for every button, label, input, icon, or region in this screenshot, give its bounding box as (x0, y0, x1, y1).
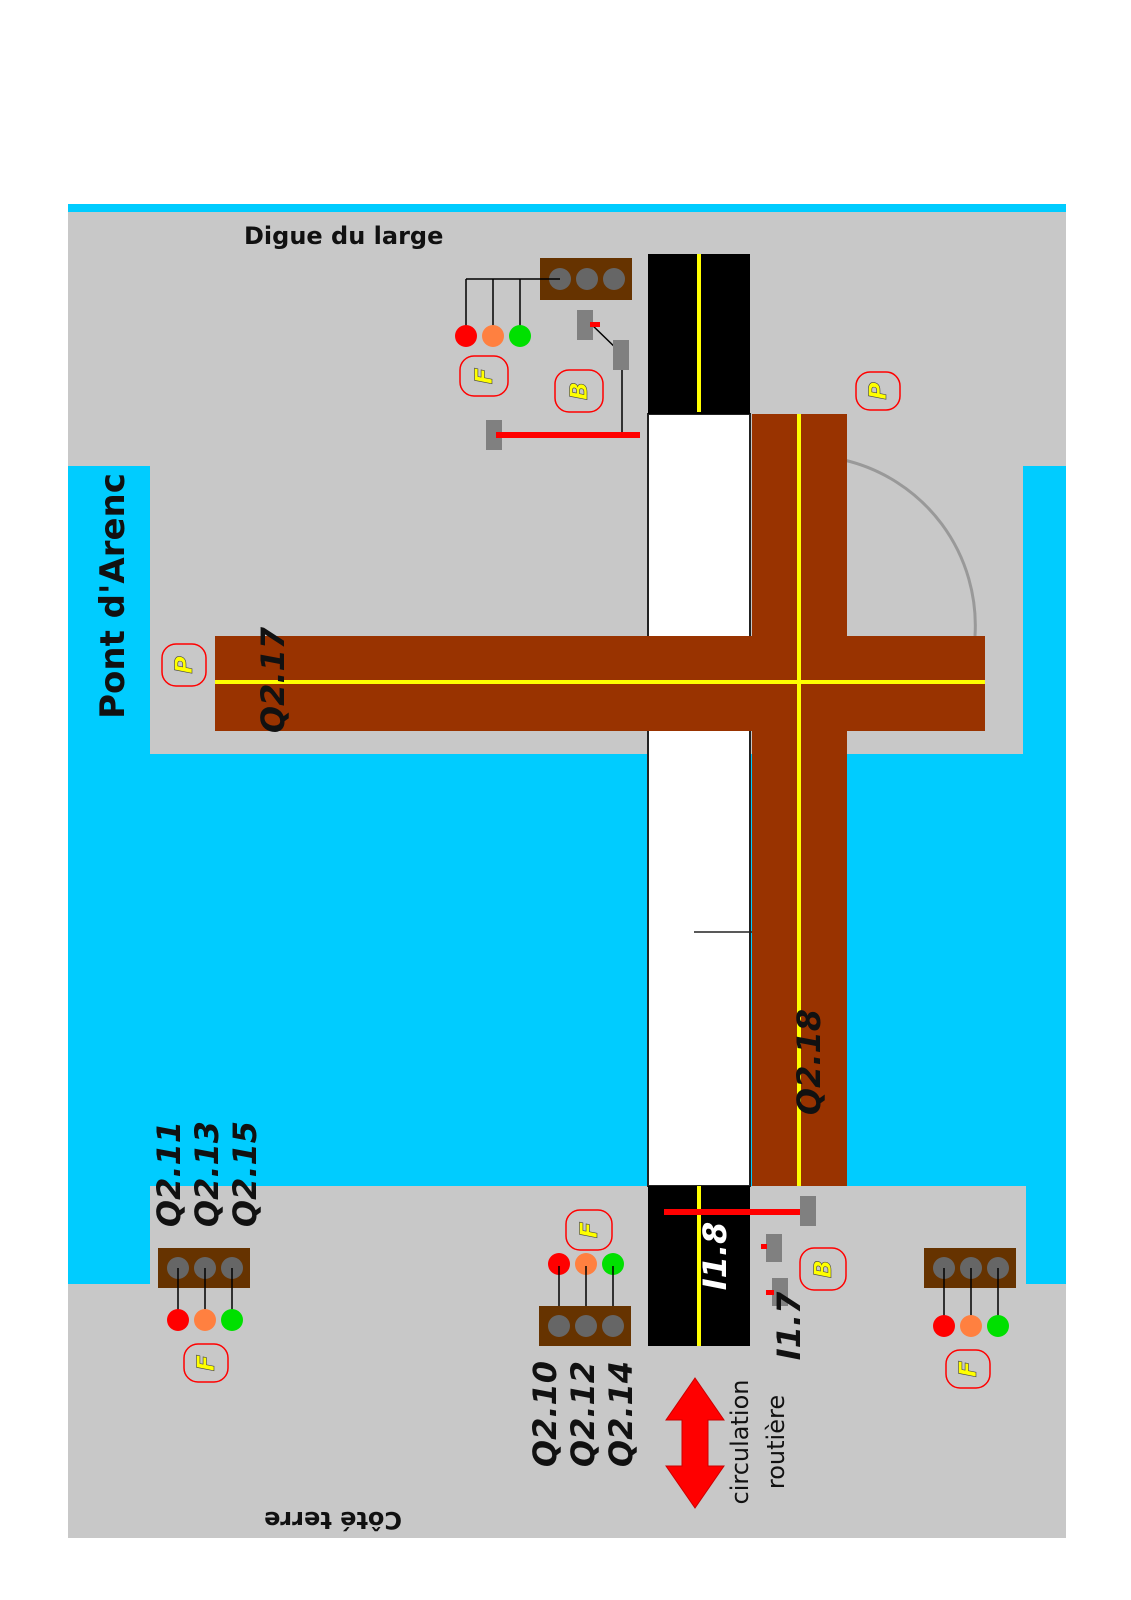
marker-barriere: B (799, 1247, 847, 1291)
code-q2-18: Q2.18 (790, 1009, 828, 1115)
page-title: Pont d'Arenc (93, 473, 133, 719)
marker-letter: F (470, 367, 498, 384)
marker-letter: P (864, 382, 892, 400)
signal-lamp-red (933, 1315, 955, 1337)
marker-border (565, 1209, 613, 1251)
signal-lamp-red (455, 325, 477, 347)
code-q2-13: Q2.13 (188, 1121, 226, 1227)
marker-letter: B (809, 1260, 837, 1278)
label-circulation: circulation (726, 1380, 754, 1505)
marker-border (799, 1247, 847, 1291)
code-q2-14: Q2.14 (602, 1361, 640, 1467)
barrier-actuator-flag (766, 1290, 774, 1295)
marker-barriere: B (554, 369, 604, 413)
marker-border (855, 371, 901, 411)
signal-lamp-off (575, 1315, 597, 1337)
barrier-digue (486, 310, 640, 450)
barrier-cote-terre (664, 1196, 816, 1306)
signal-lamp-orange (960, 1315, 982, 1337)
barrier-actuator (772, 1278, 788, 1306)
marker-border (459, 355, 509, 397)
marker-feu: F (945, 1349, 991, 1389)
signal-lamp-green (987, 1315, 1009, 1337)
code-q2-17: Q2.17 (254, 626, 292, 733)
barrier-post (800, 1196, 816, 1226)
label-cote-terre: Côté terre (264, 1506, 402, 1534)
quay-digue-du-large (68, 212, 1066, 466)
signal-lamp-off (548, 1315, 570, 1337)
marker-feu: F (565, 1209, 613, 1251)
code-q2-12: Q2.12 (564, 1361, 602, 1467)
marker-pont: P (855, 371, 901, 411)
track-corridor (647, 413, 751, 1187)
marker-letter: B (565, 382, 593, 400)
traffic-light-left-upper (158, 1248, 250, 1331)
label-digue-du-large: Digue du large (244, 222, 443, 250)
signal-lamp-off (603, 268, 625, 290)
barrier-actuator (613, 340, 629, 370)
marker-border (945, 1349, 991, 1389)
marker-border (183, 1343, 229, 1383)
marker-letter: F (192, 1354, 220, 1371)
marker-border (161, 643, 207, 687)
signal-lamp-orange (575, 1253, 597, 1275)
traffic-light-digue (455, 258, 632, 347)
marker-letter: F (954, 1360, 982, 1377)
traffic-direction-arrow (665, 1377, 725, 1509)
signal-lamp-orange (482, 325, 504, 347)
marker-border (554, 369, 604, 413)
marker-pont: P (161, 643, 207, 687)
signal-lamp-red (167, 1309, 189, 1331)
marker-feu: F (459, 355, 509, 397)
barrier-actuator-flag (590, 322, 600, 327)
signal-lamp-green (602, 1253, 624, 1275)
label-routiere: routière (762, 1395, 790, 1489)
barrier-actuator-flag (761, 1244, 767, 1249)
barrier-actuator (577, 310, 593, 340)
marker-feu: F (183, 1343, 229, 1383)
barrier-actuator (766, 1234, 782, 1262)
marker-letter: F (575, 1221, 603, 1238)
traffic-light-centre (539, 1253, 631, 1346)
code-i1-8: I1.8 (696, 1222, 734, 1291)
code-q2-15: Q2.15 (226, 1121, 264, 1227)
signal-lamp-green (509, 325, 531, 347)
barrier-post (486, 420, 502, 450)
signal-lamp-off (602, 1315, 624, 1337)
signal-lamp-red (548, 1253, 570, 1275)
signal-lamp-orange (194, 1309, 216, 1331)
code-q2-10: Q2.10 (526, 1361, 564, 1467)
code-q2-11: Q2.11 (150, 1121, 188, 1227)
signal-lamp-off (576, 268, 598, 290)
code-i1-7: I1.7 (770, 1291, 808, 1360)
marker-letter: P (170, 656, 198, 674)
traffic-light-right (924, 1248, 1016, 1337)
bridge-swing-arc (843, 458, 977, 637)
signal-lamp-green (221, 1309, 243, 1331)
